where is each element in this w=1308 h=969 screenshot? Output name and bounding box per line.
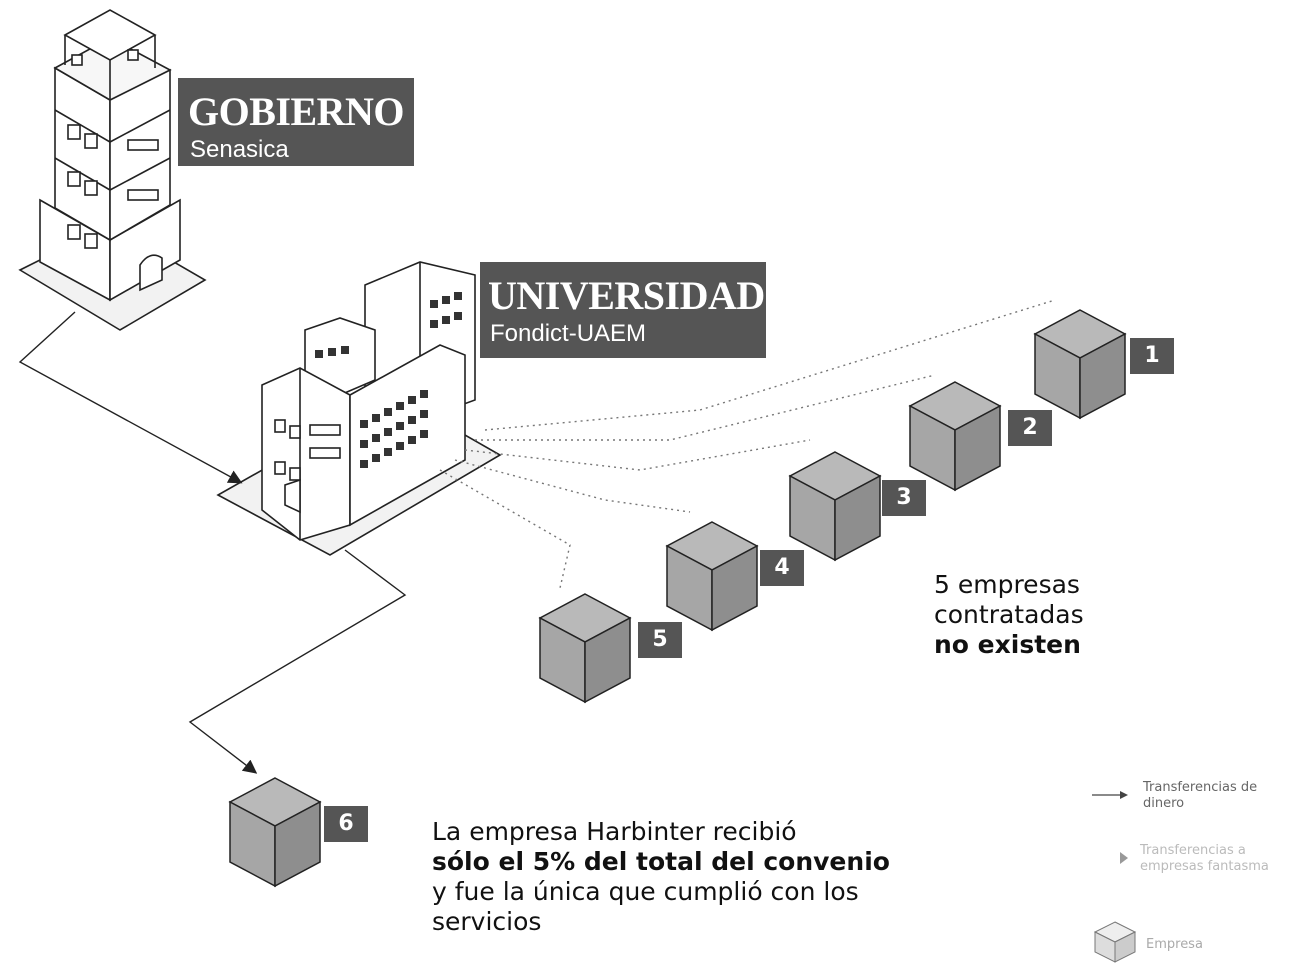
legend-shell-transfers: Transferencias a empresas fantasma (1140, 843, 1269, 874)
note5-line3: no existen (934, 630, 1081, 659)
gobierno-subtitle: Senasica (190, 136, 289, 163)
shell-company-routes (439, 299, 1056, 589)
company-tag-4: 4 (760, 550, 804, 586)
note5-line2: contratadas (934, 600, 1084, 629)
note5-line1: 5 empresas (934, 570, 1080, 599)
universidad-label: UNIVERSIDAD Fondict-UAEM (480, 262, 766, 358)
company-tag-6: 6 (324, 806, 368, 842)
government-building (18, 9, 207, 331)
company-cube-3 (788, 451, 882, 562)
company-cube-6 (228, 777, 322, 888)
legend-dotted-arrow-icon (1120, 852, 1128, 864)
company-cube-1 (1033, 309, 1127, 420)
legend-arrow-icon (1092, 791, 1128, 799)
legend-company: Empresa (1146, 937, 1203, 952)
universidad-subtitle: Fondict-UAEM (490, 320, 647, 347)
company-tag-3: 3 (882, 480, 926, 516)
harbinter-note: La empresa Harbinter recibió sólo el 5% … (432, 817, 892, 937)
company-cube-4 (665, 521, 759, 632)
note6-part1: La empresa Harbinter recibió (432, 817, 797, 846)
universidad-title: UNIVERSIDAD (488, 273, 765, 318)
company-tag-2: 2 (1008, 410, 1052, 446)
university-building (216, 261, 502, 556)
note6-part3: y fue la única que cumplió con los servi… (432, 877, 859, 936)
company-cube-5 (538, 593, 632, 704)
company-tag-1: 1 (1130, 338, 1174, 374)
company-tag-5: 5 (638, 622, 682, 658)
gobierno-label: GOBIERNO Senasica (178, 78, 414, 166)
money-transfer-arrows (18, 311, 407, 774)
note6-bold: sólo el 5% del total del convenio (432, 847, 890, 876)
company-cube-2 (908, 381, 1002, 492)
gobierno-title: GOBIERNO (188, 89, 405, 134)
legend-cube-icon (1093, 921, 1137, 963)
shell-companies-note: 5 empresas contratadas no existen (934, 570, 1084, 660)
legend-transfers: Transferencias de dinero (1143, 780, 1258, 811)
